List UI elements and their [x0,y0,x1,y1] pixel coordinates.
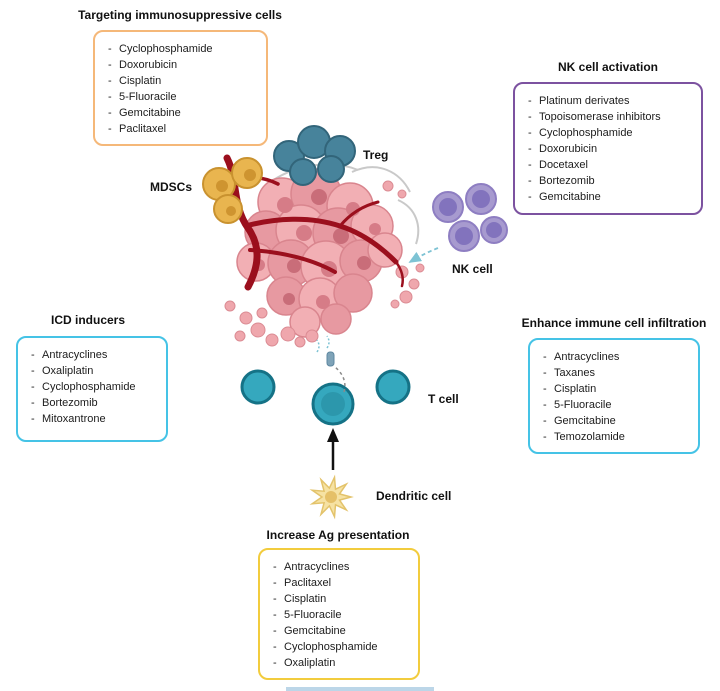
drug-list-item: Temozolamide [538,429,690,445]
nk-cells [432,183,508,252]
blood-vessel [223,154,404,291]
drug-list-item: 5-Fluoracile [268,607,410,623]
satellite-tumor-cells [224,180,425,348]
box-title-ag-presentation: Increase Ag presentation [266,528,410,542]
drug-list-item: Bortezomib [523,173,693,189]
dendritic-cell-icon [309,474,354,520]
drug-list-item: Mitoxantrone [26,411,158,427]
box-title-icd-inducers: ICD inducers [50,313,126,327]
drug-list-item: Antracyclines [26,347,158,363]
drug-box-nk-activation: Platinum derivates Topoisomerase inhibit… [513,82,703,215]
drug-list-item: Paclitaxel [268,575,410,591]
t-cell-label: T cell [428,392,459,406]
drug-list-item: Oxaliplatin [26,363,158,379]
up-arrow [327,428,339,470]
drug-list-item: Cyclophosphamide [26,379,158,395]
t-cells [240,369,411,426]
drug-list-item: Antracyclines [538,349,690,365]
box-title-infiltration: Enhance immune cell infiltration [521,316,707,330]
drug-list-item: Cisplatin [103,73,258,89]
drug-list-item: Doxorubicin [523,141,693,157]
tumor-receptor [316,335,346,393]
drug-list-item: 5-Fluoracile [538,397,690,413]
drug-list-item: Cyclophosphamide [268,639,410,655]
drug-box-ag-presentation: Antracyclines Paclitaxel Cisplatin 5-Flu… [258,548,420,680]
drug-box-immunosuppressive: Cyclophosphamide Doxorubicin Cisplatin 5… [93,30,268,146]
nk-cell-label: NK cell [452,262,493,276]
drug-list-item: Docetaxel [523,157,693,173]
nk-dashed-arrow [408,247,439,263]
cropped-bottom-artifact [286,687,434,691]
box-title-immunosuppressive: Targeting immunosuppressive cells [78,8,282,22]
dendritic-cell-label: Dendritic cell [376,489,452,503]
drug-list-item: 5-Fluoracile [103,89,258,105]
drug-list-item: Gemcitabine [103,105,258,121]
mdscs-label: MDSCs [150,180,193,194]
drug-list-item: Bortezomib [26,395,158,411]
drug-list-item: Cyclophosphamide [103,41,258,57]
drug-box-icd-inducers: Antracyclines Oxaliplatin Cyclophosphami… [16,336,168,442]
drug-list-item: Doxorubicin [103,57,258,73]
drug-list-item: Gemcitabine [538,413,690,429]
mdsc-cells [202,157,263,224]
drug-list-item: Topoisomerase inhibitors [523,109,693,125]
drug-list-item: Oxaliplatin [268,655,410,671]
drug-box-infiltration: Antracyclines Taxanes Cisplatin 5-Fluora… [528,338,700,454]
drug-list-item: Platinum derivates [523,93,693,109]
drug-list-item: Taxanes [538,365,690,381]
treg-label: Treg [363,148,389,162]
drug-list-item: Gemcitabine [523,189,693,205]
treg-cells [273,125,356,186]
box-title-nk-activation: NK cell activation [557,60,659,74]
drug-list-item: Cisplatin [538,381,690,397]
drug-list-item: Cyclophosphamide [523,125,693,141]
drug-list-item: Cisplatin [268,591,410,607]
drug-list-item: Antracyclines [268,559,410,575]
drug-list-item: Gemcitabine [268,623,410,639]
drug-list-item: Paclitaxel [103,121,258,137]
